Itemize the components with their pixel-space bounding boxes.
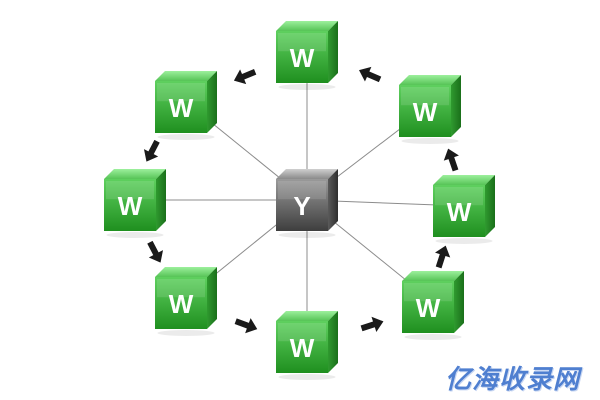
w-node-top: W [276, 21, 338, 90]
cycle-arrow-icon [360, 316, 384, 333]
y-node-center: Y [276, 169, 338, 238]
w-node-right-letter: W [447, 197, 472, 227]
cycle-arrow-icon [435, 245, 451, 269]
cycle-arrow-icon [443, 148, 459, 172]
y-node-center-letter: Y [293, 191, 310, 221]
w-node-left-letter: W [118, 191, 143, 221]
w-node-bottom-letter: W [290, 333, 315, 363]
w-node-lower-left: W [155, 267, 217, 336]
w-node-upper-right: W [399, 75, 461, 144]
w-node-left: W [104, 169, 166, 238]
w-node-top-letter: W [290, 43, 315, 73]
w-node-upper-right-letter: W [413, 97, 438, 127]
w-node-lower-right-letter: W [416, 293, 441, 323]
cycle-arrows [143, 66, 459, 334]
cycle-arrow-icon [359, 66, 382, 83]
cycle-arrow-icon [143, 139, 160, 162]
w-node-bottom: W [276, 311, 338, 380]
w-node-right: W [433, 175, 495, 244]
w-node-lower-right: W [402, 271, 464, 340]
watermark-text: 亿海收录网 [444, 365, 580, 395]
cycle-arrow-icon [147, 240, 164, 263]
w-node-lower-left-letter: W [169, 289, 194, 319]
cycle-arrow-icon [234, 318, 258, 334]
diagram-nodes: W W W W W W W W Y [104, 21, 495, 380]
w-node-upper-left-letter: W [169, 93, 194, 123]
w-node-upper-left: W [155, 71, 217, 140]
cycle-arrow-icon [233, 69, 257, 85]
